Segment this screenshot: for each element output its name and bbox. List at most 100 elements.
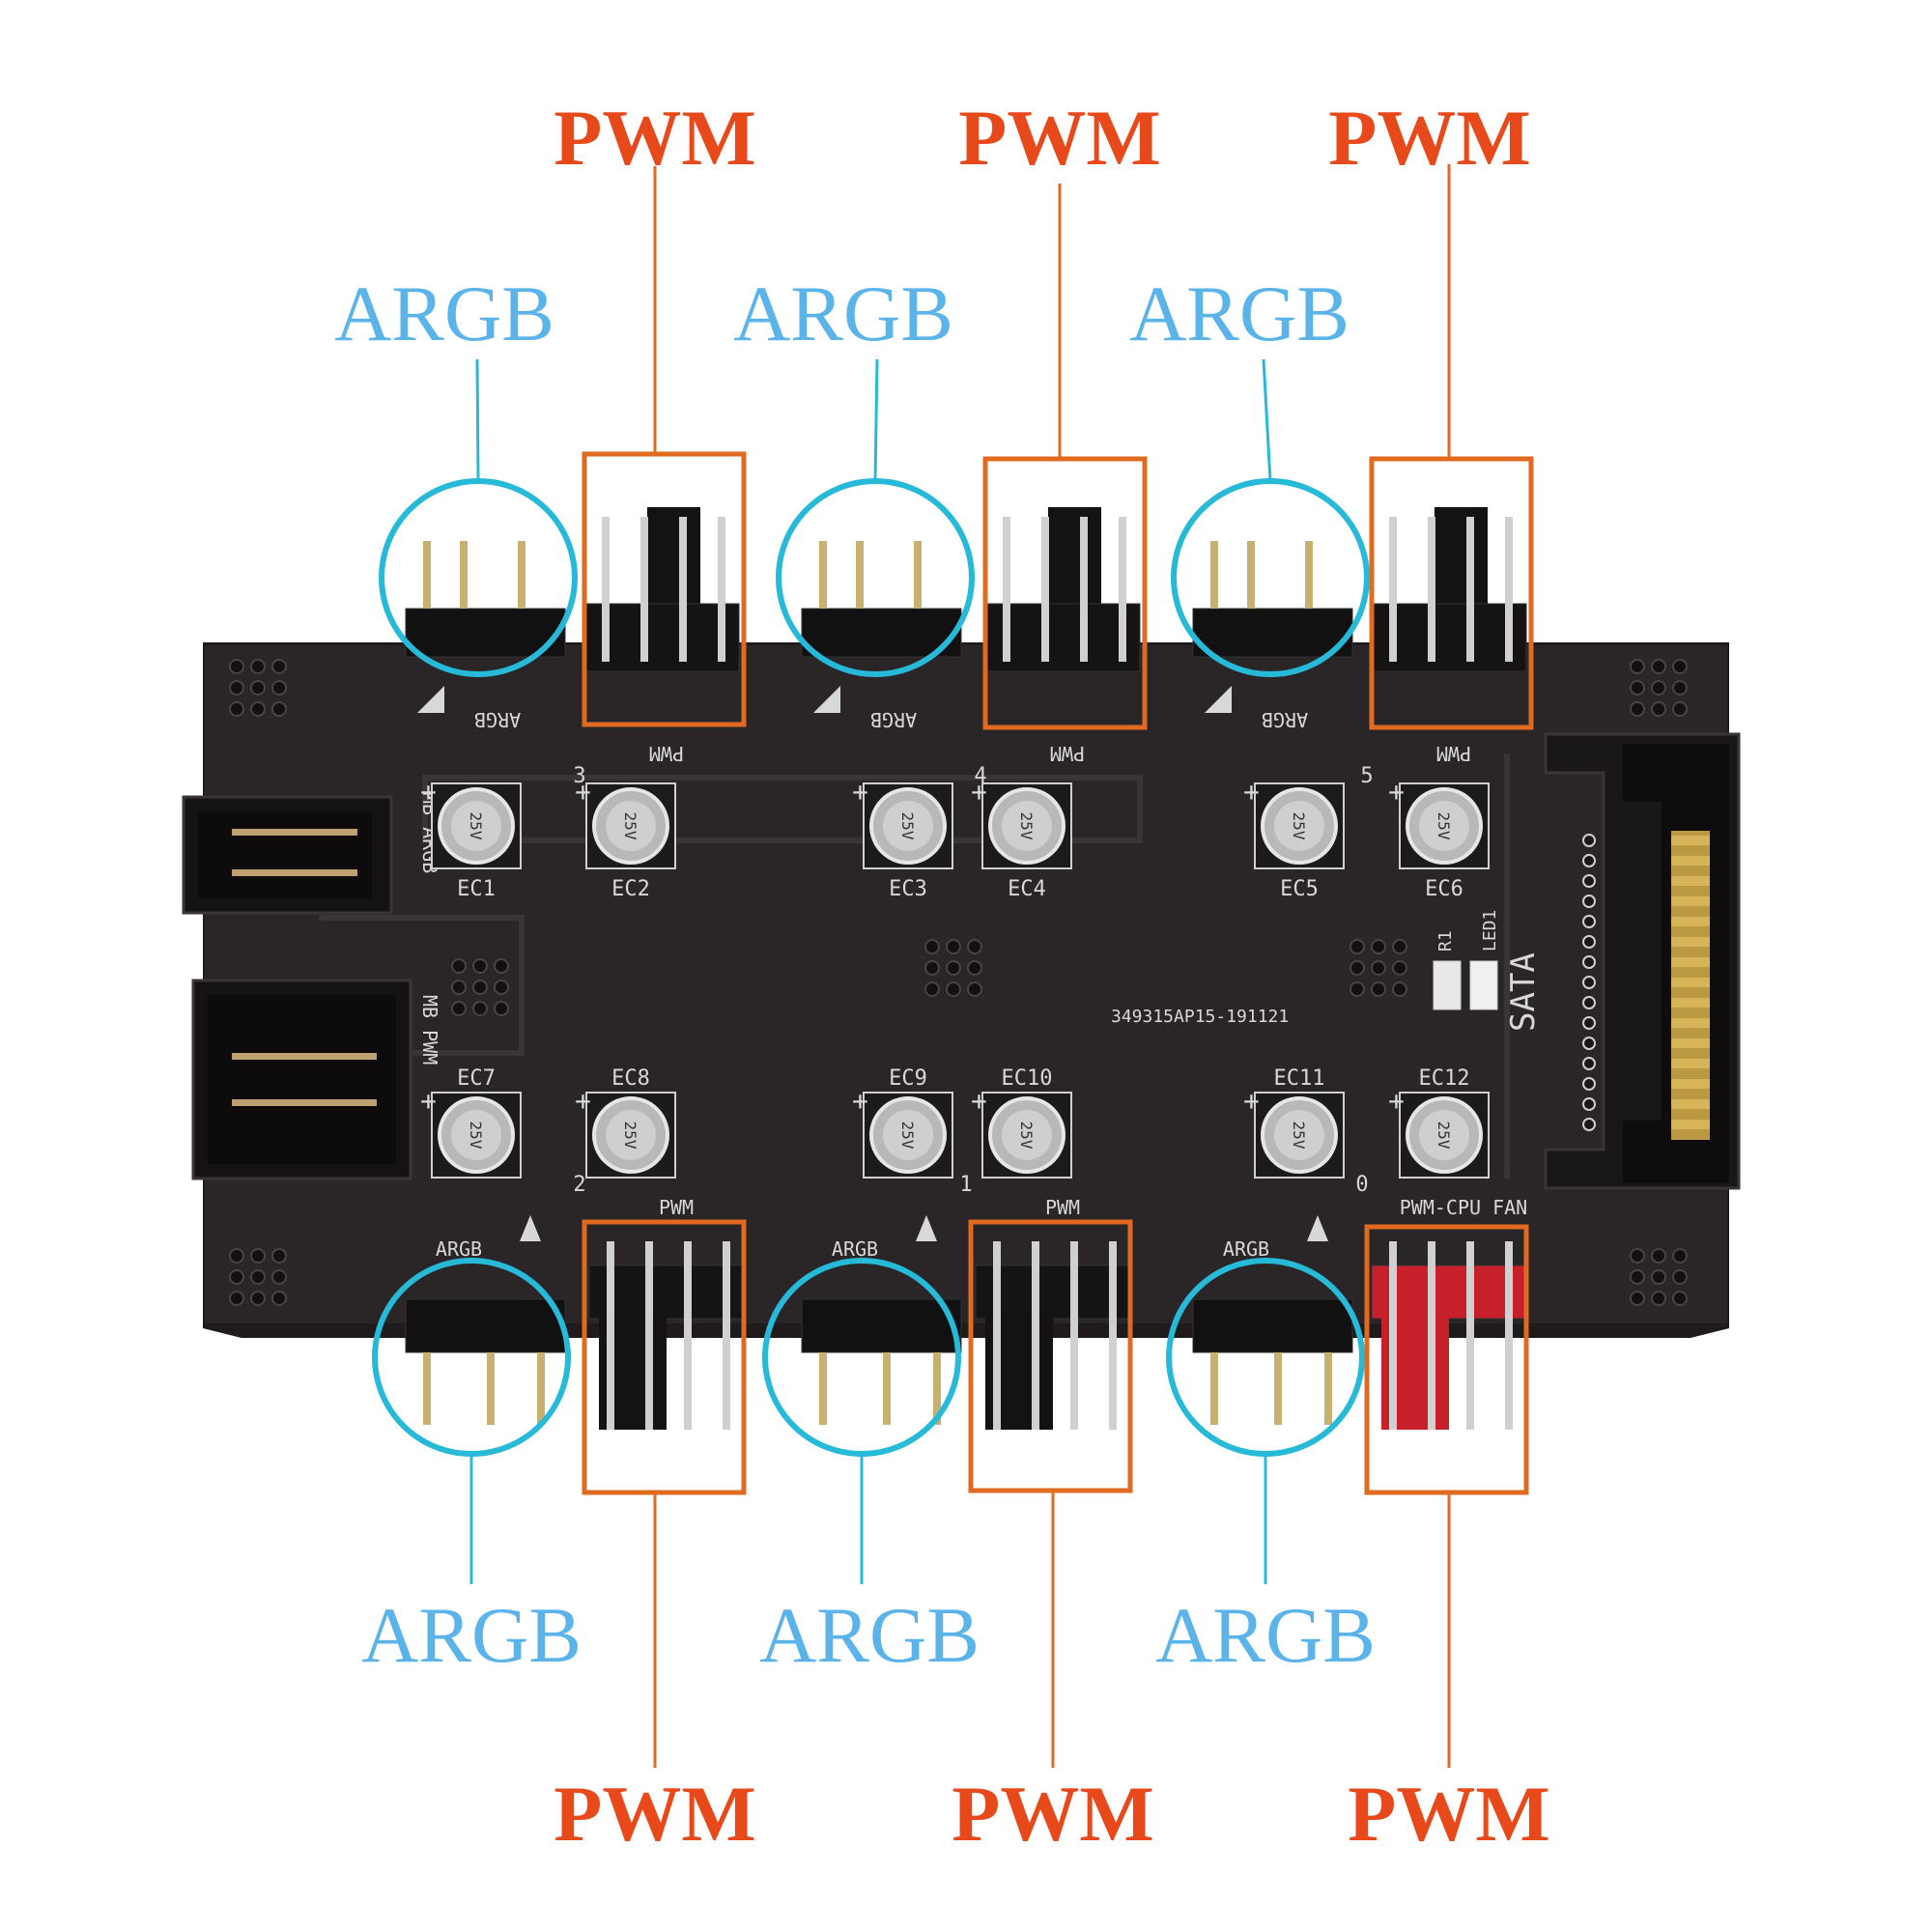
pwm-pin — [1389, 517, 1397, 662]
argb-silk-label: ARGB — [832, 1237, 878, 1261]
argb-pin — [460, 541, 468, 609]
mb-pwm-input-connector — [191, 979, 412, 1180]
capacitor-marking: 25V — [621, 1122, 639, 1150]
pwm-highlight-box — [1364, 1224, 1529, 1495]
capacitors: 25V+EC125V+EC225V+EC325V+EC425V+EC525V+E… — [420, 776, 1490, 1179]
sata-contact — [1671, 1059, 1710, 1068]
via — [924, 960, 940, 976]
via — [250, 680, 266, 696]
capacitor-marking: 25V — [467, 812, 485, 840]
argb-pin — [819, 541, 827, 609]
bottom-argb-label-1: ARGB — [361, 1591, 582, 1679]
via — [1651, 659, 1666, 674]
pwm-silk-label: PWM — [1050, 742, 1085, 765]
via — [946, 939, 961, 954]
argb-silk-label: ARGB — [870, 708, 917, 731]
pwm-silk-label: PWM-CPU FAN — [1400, 1196, 1527, 1219]
via — [271, 1248, 287, 1264]
r1-component — [1433, 960, 1462, 1010]
pwm-header-housing — [1371, 603, 1527, 672]
pwm-pin — [1505, 1241, 1513, 1430]
via — [1672, 701, 1688, 717]
plus-mark: + — [971, 1085, 987, 1117]
capacitor-label: EC6 — [1425, 877, 1463, 901]
via — [472, 958, 488, 974]
pwm-pin — [1428, 517, 1435, 662]
sata-pad — [1582, 976, 1596, 989]
plus-mark: + — [420, 1085, 437, 1117]
pwm-pin — [723, 1241, 730, 1430]
sata-pad — [1582, 1016, 1596, 1030]
via — [229, 659, 244, 674]
top-pwm-label-1: PWM — [554, 94, 755, 182]
top-pwm-label-2: PWM — [958, 94, 1160, 182]
sata-contact — [1671, 1038, 1710, 1048]
sata-pad — [1582, 996, 1596, 1009]
plus-mark: + — [1243, 776, 1260, 808]
sata-contact — [1671, 856, 1710, 866]
sata-contact — [1671, 1018, 1710, 1028]
top-argb-label-1: ARGB — [334, 270, 554, 357]
sata-contact — [1671, 998, 1710, 1008]
via — [229, 680, 244, 696]
capacitor-marking: 25V — [621, 812, 639, 840]
sata-pad — [1582, 915, 1596, 928]
capacitor-top — [1419, 1110, 1469, 1160]
plus-mark: + — [852, 776, 868, 808]
sata-pad — [1582, 874, 1596, 888]
top-argb-label-3: ARGB — [1129, 270, 1350, 357]
via — [967, 960, 982, 976]
arrow-mark — [813, 686, 840, 713]
via — [229, 701, 244, 717]
sata-contact — [1671, 1099, 1710, 1109]
capacitor-marking: 25V — [1290, 812, 1308, 840]
via — [967, 939, 982, 954]
via — [250, 1248, 266, 1264]
argb-pin — [1324, 1352, 1332, 1425]
via — [451, 958, 467, 974]
capacitor-label: EC1 — [457, 877, 496, 901]
capacitor-label: EC8 — [611, 1066, 650, 1091]
sata-contact — [1671, 896, 1710, 906]
channel-number: 1 — [959, 1173, 972, 1197]
via — [1630, 1269, 1645, 1285]
top-pwm-label-3: PWM — [1328, 94, 1530, 182]
pwm-header-housing — [583, 603, 740, 672]
via — [924, 939, 940, 954]
plus-mark: + — [575, 1085, 591, 1117]
via — [451, 1001, 467, 1016]
pwm-pin — [1389, 1241, 1397, 1430]
via — [451, 980, 467, 995]
via — [1630, 701, 1645, 717]
via — [494, 980, 509, 995]
top-argb-label-2: ARGB — [733, 270, 953, 357]
via — [472, 980, 488, 995]
argb-pin — [423, 541, 431, 609]
channel-number: 0 — [1355, 1173, 1368, 1197]
pwm-pin — [1041, 517, 1049, 662]
capacitor-top — [606, 1110, 656, 1160]
argb-pin — [487, 1352, 495, 1425]
argb-pin — [856, 541, 864, 609]
via — [1651, 680, 1666, 696]
sata-contact — [1671, 1120, 1710, 1129]
argb-header-housing — [801, 608, 962, 658]
sata-pad — [1582, 1118, 1596, 1131]
sata-pad — [1582, 1077, 1596, 1091]
via — [1630, 680, 1645, 696]
capacitor-label: EC2 — [611, 877, 650, 901]
capacitor-marking: 25V — [1435, 812, 1453, 840]
via — [494, 958, 509, 974]
via — [1392, 960, 1407, 976]
arrow-mark — [417, 686, 444, 713]
plus-mark: + — [420, 776, 437, 808]
sata-pad — [1582, 854, 1596, 867]
pwm-pin — [607, 1241, 614, 1430]
capacitor-label: EC5 — [1280, 877, 1319, 901]
via — [1630, 1248, 1645, 1264]
argb-leader-line — [475, 358, 480, 482]
pwm-highlight-box — [582, 451, 747, 727]
capacitor-label: EC9 — [889, 1066, 927, 1091]
serial-number: 349315AP15-191121 — [1111, 1007, 1289, 1027]
